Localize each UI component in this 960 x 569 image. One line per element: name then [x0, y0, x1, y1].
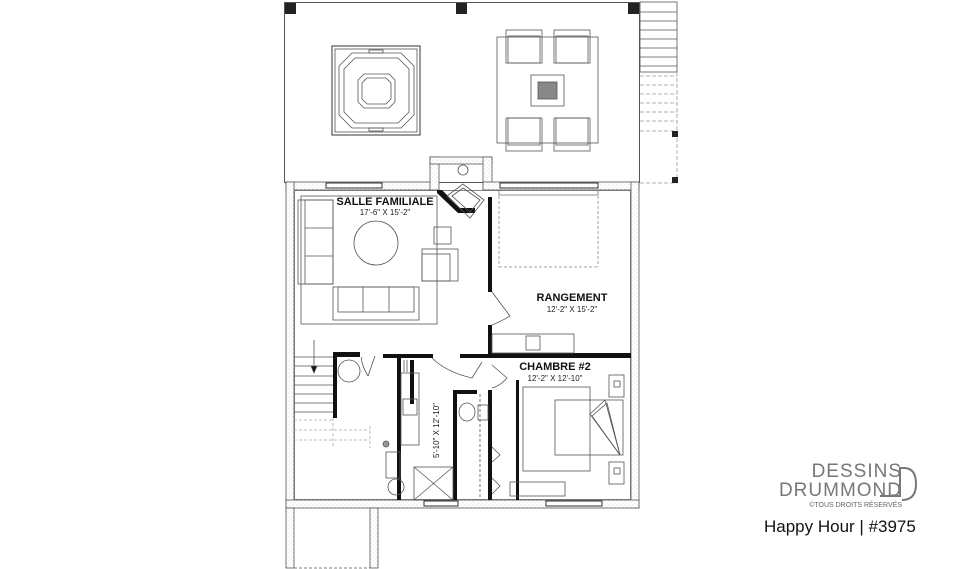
room-label-rangement: RANGEMENT	[536, 292, 608, 304]
room-dim-chambre-2: 12'-2" X 12'-10"	[527, 374, 583, 383]
brand-line2: DRUMMOND	[778, 480, 902, 501]
exterior-stairs	[639, 1, 678, 184]
room-dim-salle-familiale: 17'-6" X 15'-2"	[359, 208, 411, 217]
room-label-chambre-2: CHAMBRE #2	[519, 361, 591, 373]
brand-logo: DESSINS DRUMMOND ©TOUS DROITS RÉSERVÉS	[752, 462, 902, 510]
brand-line1: DESSINS	[811, 461, 902, 482]
family-room-furniture	[297, 164, 485, 325]
bedroom-furniture	[509, 374, 625, 497]
terrace	[284, 2, 640, 183]
bathroom-fixtures	[400, 357, 508, 501]
hot-tub	[331, 45, 421, 136]
interior-stairs	[294, 340, 405, 496]
interior-walls	[333, 190, 631, 500]
outdoor-seating	[496, 29, 599, 152]
room-dim-rangement: 12'-2" X 15'-2"	[546, 305, 598, 314]
windows	[325, 182, 603, 507]
storage-shelving	[498, 196, 599, 268]
brand-d-icon	[880, 467, 918, 501]
brand-copyright: ©TOUS DROITS RÉSERVÉS	[809, 502, 902, 509]
plan-caption: Happy Hour | #3975	[764, 517, 916, 536]
room-dim-bathroom: 5'-10" X 12'-10"	[432, 403, 441, 458]
room-label-salle-familiale: SALLE FAMILIALE	[336, 196, 434, 208]
